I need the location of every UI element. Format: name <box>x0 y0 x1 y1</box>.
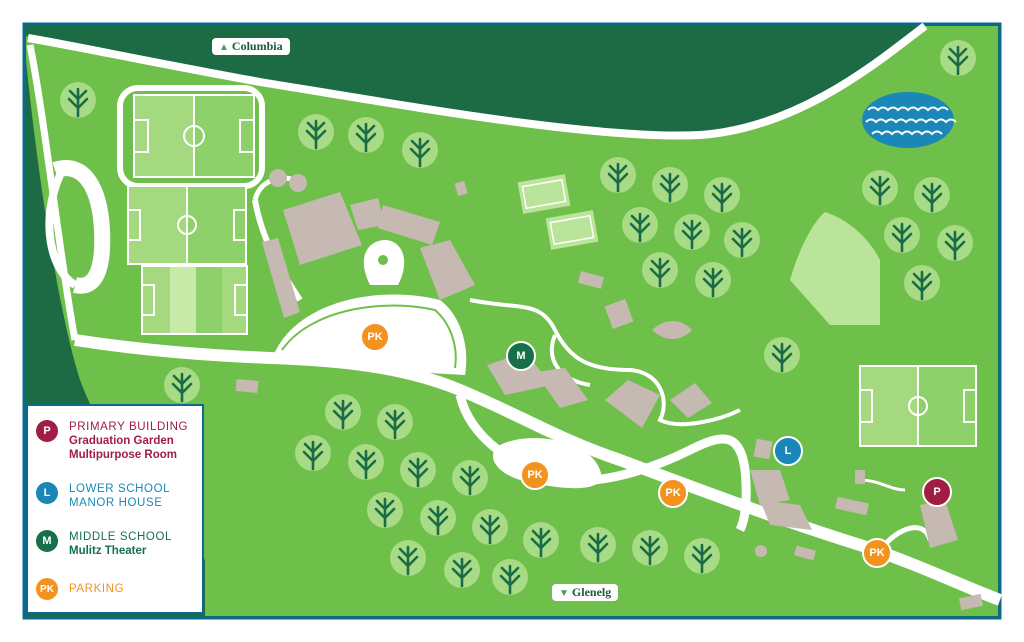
parking-marker-3[interactable]: PK <box>658 478 688 508</box>
soccer-field-4 <box>859 365 977 447</box>
baseball-field <box>790 212 880 325</box>
legend-badge-parking: PK <box>36 578 58 600</box>
legend-badge-middle: M <box>36 530 58 552</box>
buildings <box>235 169 984 611</box>
legend-subtitle-middle: Mulitz Theater <box>69 545 147 557</box>
legend-subtitle-lower: MANOR HOUSE <box>69 497 163 509</box>
parking-marker-1[interactable]: PK <box>360 322 390 352</box>
legend-title-primary: PRIMARY BUILDING <box>69 421 189 433</box>
arrow-down-icon: ▼ <box>559 588 569 599</box>
legend-item-middle: M MIDDLE SCHOOL Mulitz Theater <box>36 530 172 558</box>
legend-title-parking: PARKING <box>69 583 125 595</box>
parking-marker-2[interactable]: PK <box>520 460 550 490</box>
pond <box>862 92 957 148</box>
tennis-courts <box>517 174 599 250</box>
soccer-field-3 <box>141 265 248 335</box>
map-legend: P PRIMARY BUILDING Graduation Garden Mul… <box>26 404 204 614</box>
lower-school-marker[interactable]: L <box>773 436 803 466</box>
legend-title-middle: MIDDLE SCHOOL <box>69 531 173 543</box>
north-road <box>27 22 928 140</box>
primary-building-marker[interactable]: P <box>922 477 952 507</box>
legend-badge-lower: L <box>36 482 58 504</box>
south-direction-label: ▼Glenelg <box>552 584 619 601</box>
legend-item-lower: L LOWER SCHOOL MANOR HOUSE <box>36 482 170 510</box>
parking-marker-4[interactable]: PK <box>862 538 892 568</box>
campus-grounds <box>26 26 998 616</box>
north-direction-label: ▲Columbia <box>212 38 290 55</box>
middle-school-marker[interactable]: M <box>506 341 536 371</box>
legend-badge-primary: P <box>36 420 58 442</box>
legend-title-lower: LOWER SCHOOL <box>69 483 171 495</box>
legend-item-parking: PK PARKING <box>36 578 124 600</box>
legend-item-primary: P PRIMARY BUILDING Graduation Garden Mul… <box>36 420 188 462</box>
soccer-field-2 <box>127 185 247 265</box>
arrow-up-icon: ▲ <box>219 42 229 53</box>
legend-subtitle-primary: Graduation Garden Multipurpose Room <box>69 435 177 461</box>
soccer-field-1 <box>117 85 265 189</box>
